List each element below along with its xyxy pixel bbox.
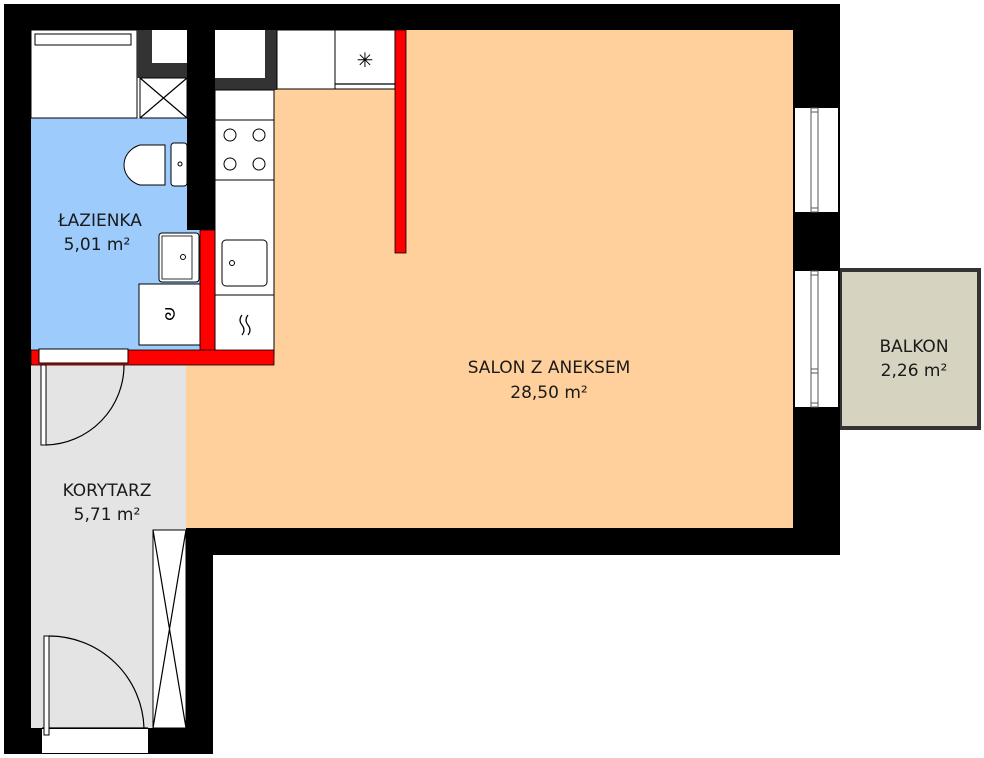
shower bbox=[30, 29, 138, 119]
balcony-area: 2,26 m² bbox=[881, 361, 948, 381]
snowflake-icon: ✳ bbox=[357, 48, 374, 72]
living-room-floor[interactable] bbox=[186, 30, 793, 528]
bathroom-name: ŁAZIENKA bbox=[57, 211, 142, 231]
bathroom-area: 5,01 m² bbox=[64, 235, 131, 255]
kitchen-niche bbox=[215, 30, 277, 90]
toilet bbox=[123, 142, 188, 187]
wardrobe bbox=[152, 529, 187, 729]
bathroom-door[interactable] bbox=[38, 348, 129, 446]
corridor-name: KORYTARZ bbox=[63, 481, 152, 501]
svg-text:ᘐ: ᘐ bbox=[164, 305, 175, 324]
balcony-door-window[interactable] bbox=[795, 270, 838, 408]
entrance-door[interactable] bbox=[42, 635, 148, 753]
stove bbox=[214, 119, 275, 181]
washing-machine: ᘐ bbox=[138, 283, 201, 346]
window-upper[interactable] bbox=[795, 107, 838, 213]
kitchen-sink bbox=[221, 239, 268, 287]
living-room-name: SALON Z ANEKSEM bbox=[468, 358, 631, 378]
corridor-area: 5,71 m² bbox=[74, 505, 141, 525]
living-room-area: 28,50 m² bbox=[510, 383, 587, 403]
fridge: ✳ bbox=[334, 29, 396, 90]
balcony-floor[interactable] bbox=[838, 268, 981, 430]
ventilation-shaft bbox=[137, 30, 188, 119]
dishwasher bbox=[214, 294, 275, 356]
balcony-name: BALKON bbox=[879, 337, 948, 357]
kitchen-counter-top bbox=[276, 29, 336, 90]
washbasin bbox=[158, 232, 200, 283]
